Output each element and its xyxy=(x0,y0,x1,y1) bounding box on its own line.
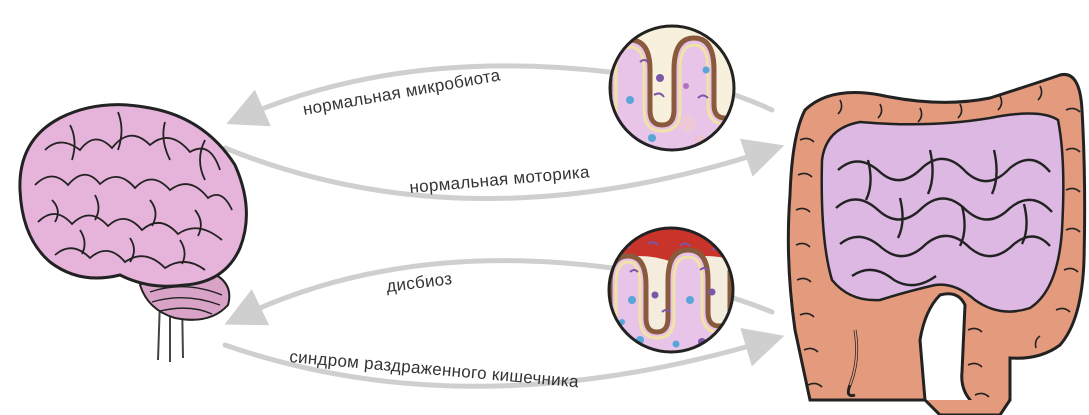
label-dysbiosis: дисбиоз xyxy=(385,269,453,296)
arrow-microbiota-tail xyxy=(735,95,772,110)
intestine-icon xyxy=(788,74,1084,415)
dysbiosis-villi-icon xyxy=(605,228,740,360)
arrow-dysbiosis-tail xyxy=(733,298,772,312)
label-normal-motility: нормальная моторика xyxy=(409,162,591,197)
brain-icon xyxy=(20,105,247,362)
healthy-villi-icon xyxy=(610,26,742,160)
